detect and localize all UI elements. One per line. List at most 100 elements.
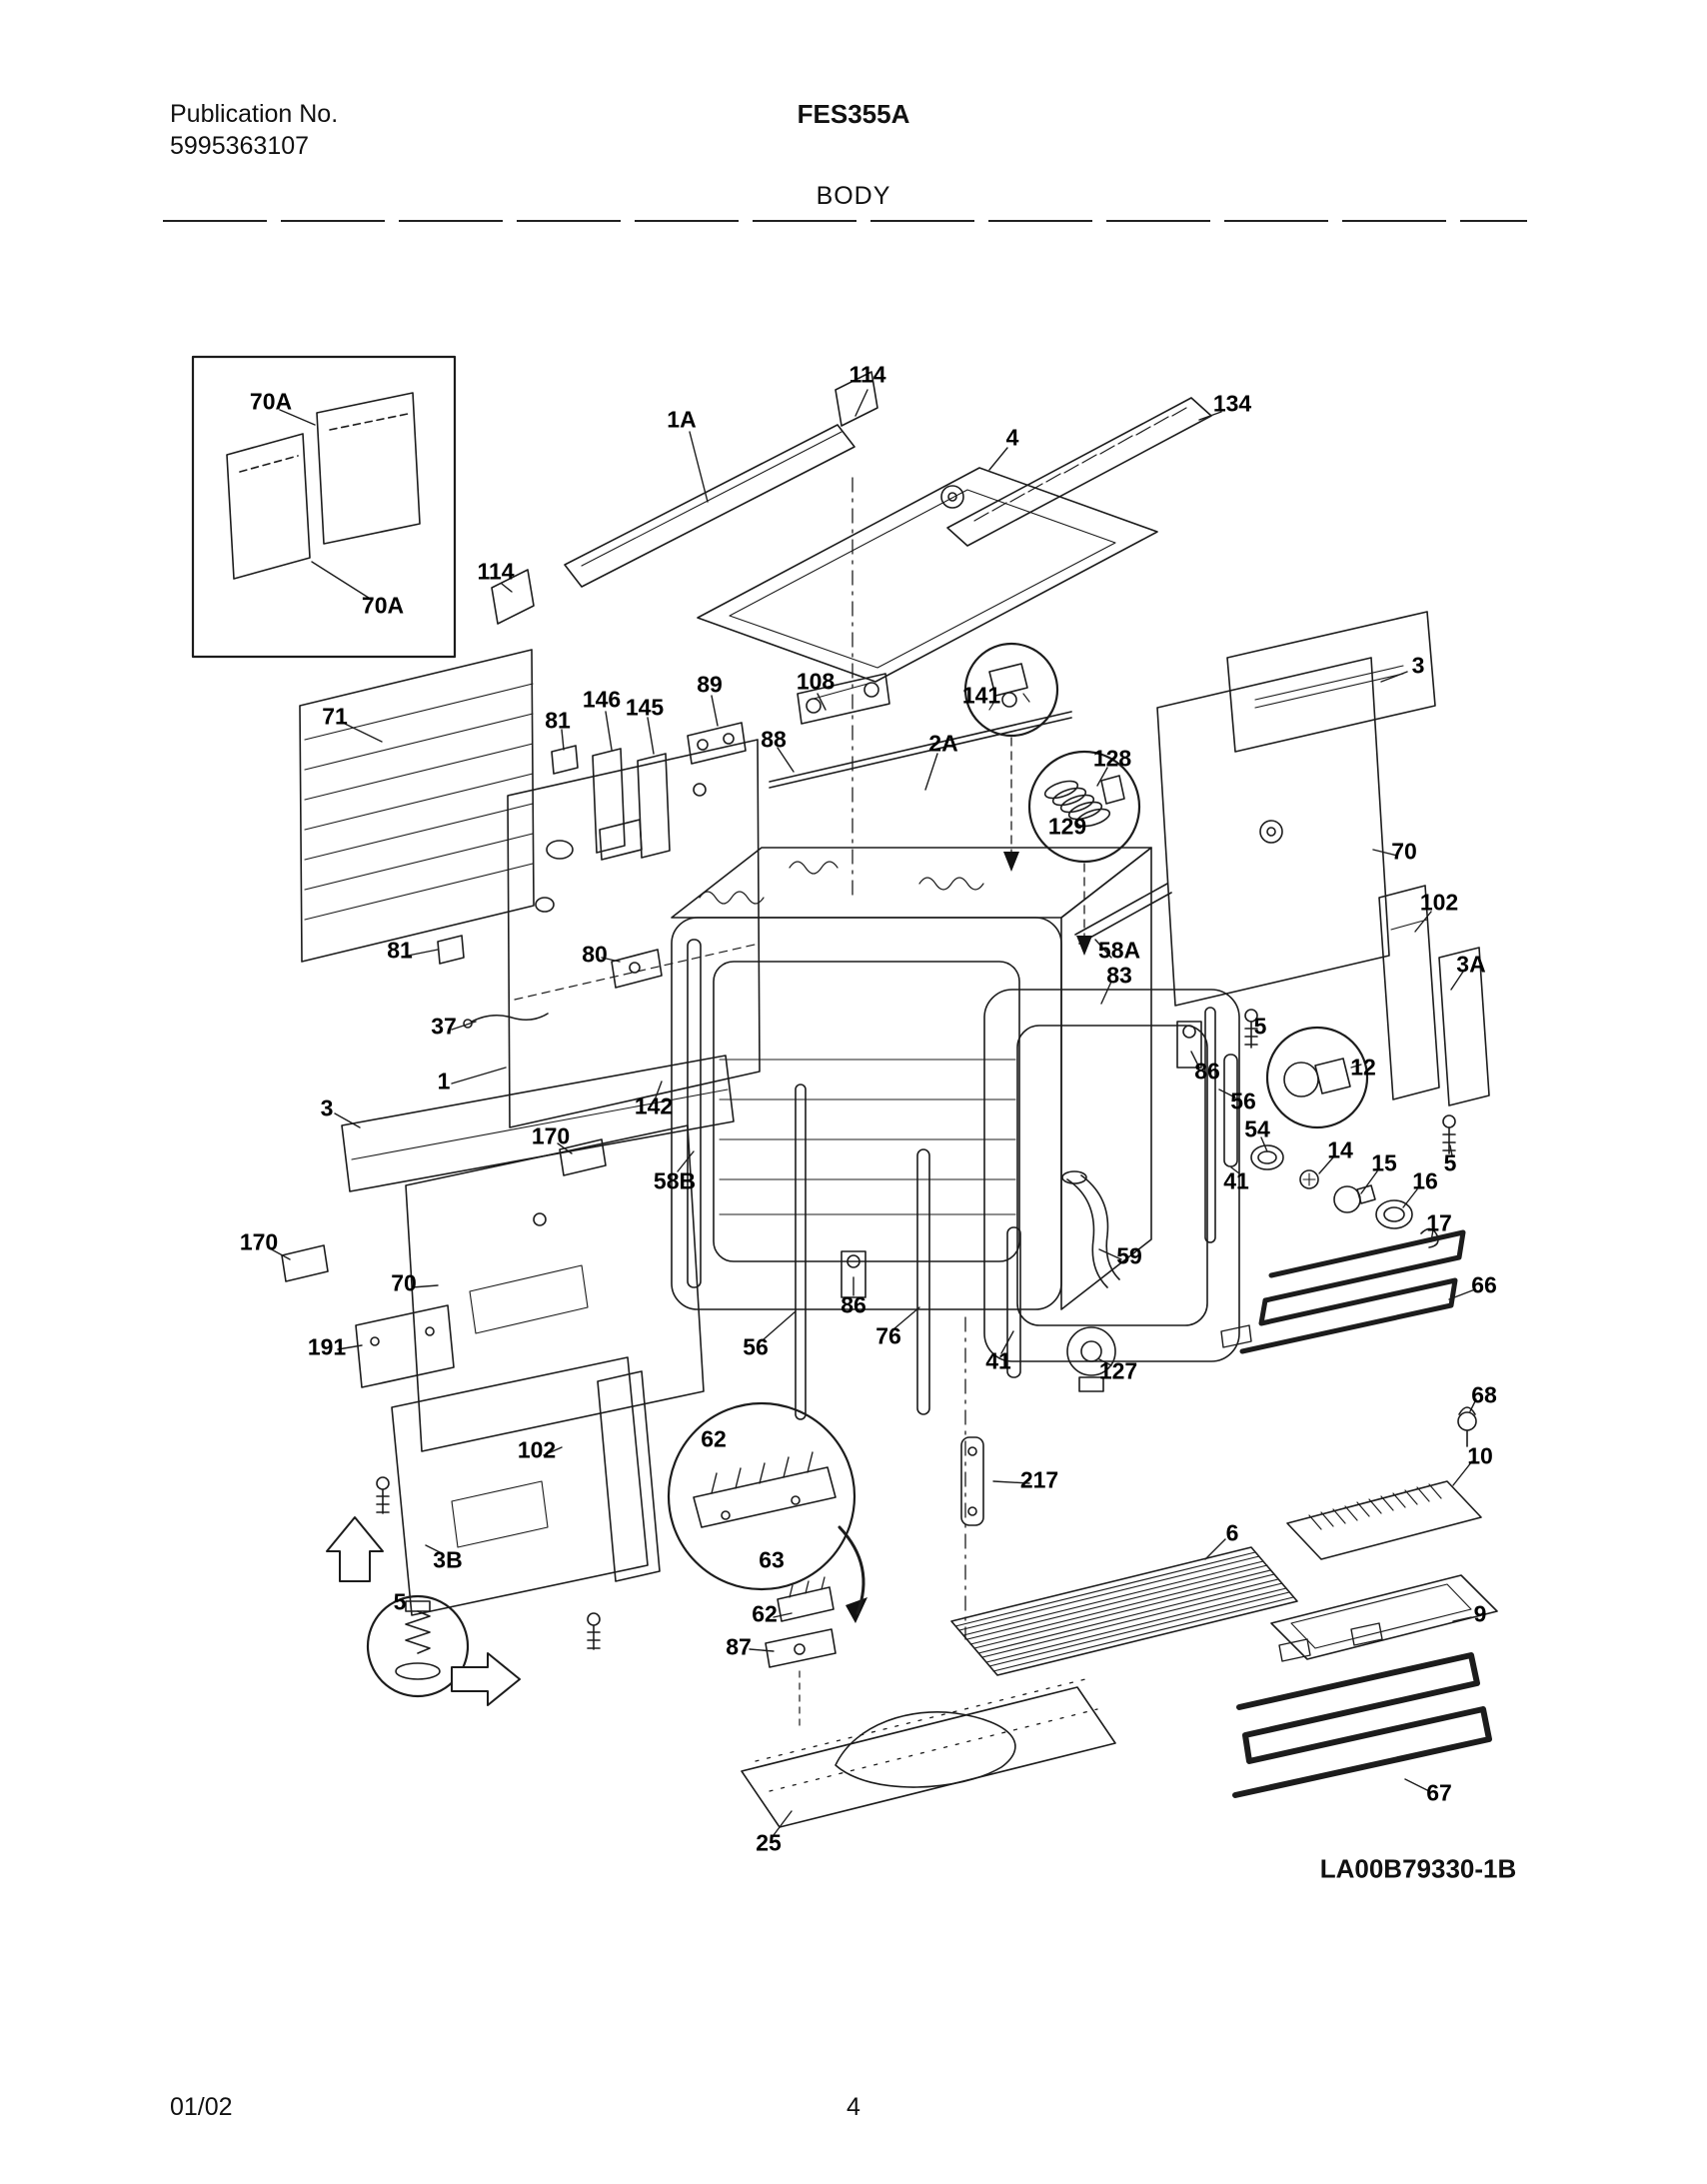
screw-fasteners — [376, 1009, 1477, 1650]
part-callout-14: 14 — [1327, 1136, 1353, 1163]
part-callout-62: 62 — [752, 1600, 778, 1627]
part-callout-63: 63 — [759, 1546, 785, 1573]
lamp-parts — [1250, 1144, 1439, 1248]
part-callout-70: 70 — [1391, 838, 1417, 865]
leader-lines — [267, 389, 1477, 1836]
detail-circle-141 — [963, 642, 1059, 738]
part-callout-17: 17 — [1426, 1209, 1452, 1236]
part-callout-59: 59 — [1116, 1242, 1142, 1269]
part-callout-1A: 1A — [667, 406, 697, 433]
footer-page-number: 4 — [847, 2093, 860, 2121]
part-callout-58A: 58A — [1097, 937, 1141, 964]
part-callout-56: 56 — [743, 1333, 769, 1360]
bake-element — [1232, 1622, 1492, 1798]
part-callout-5: 5 — [393, 1588, 407, 1615]
part-callout-2A: 2A — [928, 730, 958, 757]
section-title: BODY — [816, 182, 891, 210]
part-callout-83: 83 — [1106, 962, 1132, 989]
part-callout-114: 114 — [477, 558, 515, 585]
part-callout-56: 56 — [1230, 1088, 1256, 1114]
part-callout-6: 6 — [1225, 1519, 1239, 1546]
part-callout-70A: 70A — [249, 388, 293, 415]
part-callout-5: 5 — [1253, 1013, 1267, 1040]
part-callout-86: 86 — [841, 1291, 866, 1318]
part-callout-41: 41 — [985, 1347, 1011, 1374]
part-callout-129: 129 — [1047, 813, 1087, 840]
broil-element — [1220, 1229, 1466, 1354]
oven-rack — [950, 1546, 1298, 1676]
part-callout-10: 10 — [1467, 1442, 1493, 1469]
part-callout-71: 71 — [322, 703, 348, 730]
part-callout-127: 127 — [1098, 1357, 1138, 1384]
drawer-panel — [741, 1678, 1116, 1828]
right-panels — [1156, 611, 1490, 1106]
part-callout-4: 4 — [1005, 424, 1019, 451]
oven-cavity — [671, 847, 1238, 1420]
footer-date: 01/02 — [170, 2093, 233, 2121]
part-callout-108: 108 — [796, 668, 836, 695]
part-callout-146: 146 — [582, 686, 622, 713]
door-frame — [841, 989, 1240, 1526]
terminal-block-small — [765, 1576, 837, 1732]
part-callout-88: 88 — [761, 726, 787, 753]
detail-circle-62-63 — [667, 1401, 856, 1591]
drawing-number: LA00B79330-1B — [1319, 1853, 1517, 1884]
part-callout-217: 217 — [1019, 1466, 1059, 1493]
part-callout-41: 41 — [1223, 1167, 1249, 1194]
curved-arrow — [838, 1525, 865, 1615]
part-callout-191: 191 — [307, 1333, 347, 1360]
part-callout-70A: 70A — [361, 592, 405, 619]
part-callout-86: 86 — [1194, 1058, 1220, 1085]
part-callout-89: 89 — [697, 671, 723, 698]
part-callout-76: 76 — [875, 1322, 901, 1349]
inset-box-70a — [191, 355, 457, 659]
part-callout-145: 145 — [625, 694, 665, 721]
part-callout-67: 67 — [1426, 1779, 1452, 1806]
publication-number: 5995363107 — [170, 132, 310, 160]
left-panels — [281, 1055, 735, 1616]
part-callout-170: 170 — [239, 1228, 279, 1255]
detail-circle-5 — [366, 1594, 470, 1698]
part-callout-3B: 3B — [433, 1546, 463, 1573]
part-callout-80: 80 — [582, 941, 608, 968]
part-callout-70: 70 — [391, 1269, 417, 1296]
part-callout-114: 114 — [849, 361, 886, 388]
model-number: FES355A — [797, 99, 910, 129]
part-callout-87: 87 — [726, 1633, 752, 1660]
broiler-pan-set — [1270, 1480, 1498, 1660]
part-callout-37: 37 — [431, 1013, 457, 1040]
part-callout-3: 3 — [320, 1094, 334, 1121]
part-callout-102: 102 — [517, 1436, 557, 1463]
part-callout-134: 134 — [1212, 390, 1252, 417]
back-panels — [299, 649, 1072, 1128]
part-callout-141: 141 — [961, 682, 1001, 709]
part-callout-68: 68 — [1471, 1381, 1497, 1408]
part-callout-81: 81 — [387, 937, 413, 964]
center-lines — [852, 477, 1085, 1640]
part-callout-16: 16 — [1412, 1167, 1438, 1194]
part-callout-81: 81 — [545, 707, 571, 734]
direction-arrows — [326, 1516, 521, 1706]
part-callout-3A: 3A — [1456, 951, 1486, 978]
part-callout-1: 1 — [437, 1068, 451, 1094]
part-callout-102: 102 — [1419, 889, 1459, 916]
part-callout-15: 15 — [1371, 1149, 1397, 1176]
part-callout-9: 9 — [1473, 1600, 1487, 1627]
part-callout-58B: 58B — [653, 1167, 697, 1194]
part-callout-142: 142 — [634, 1092, 674, 1119]
part-callout-128: 128 — [1092, 745, 1132, 772]
part-callout-12: 12 — [1350, 1054, 1376, 1081]
part-callout-170: 170 — [531, 1122, 571, 1149]
detail-circle-128-129 — [1027, 750, 1141, 864]
part-callout-5: 5 — [1443, 1149, 1457, 1176]
part-callout-25: 25 — [756, 1829, 782, 1856]
part-callout-66: 66 — [1471, 1271, 1497, 1298]
header-rule — [163, 220, 1527, 222]
part-callout-3: 3 — [1411, 652, 1425, 679]
part-callout-54: 54 — [1244, 1115, 1270, 1142]
part-callout-62: 62 — [701, 1425, 727, 1452]
